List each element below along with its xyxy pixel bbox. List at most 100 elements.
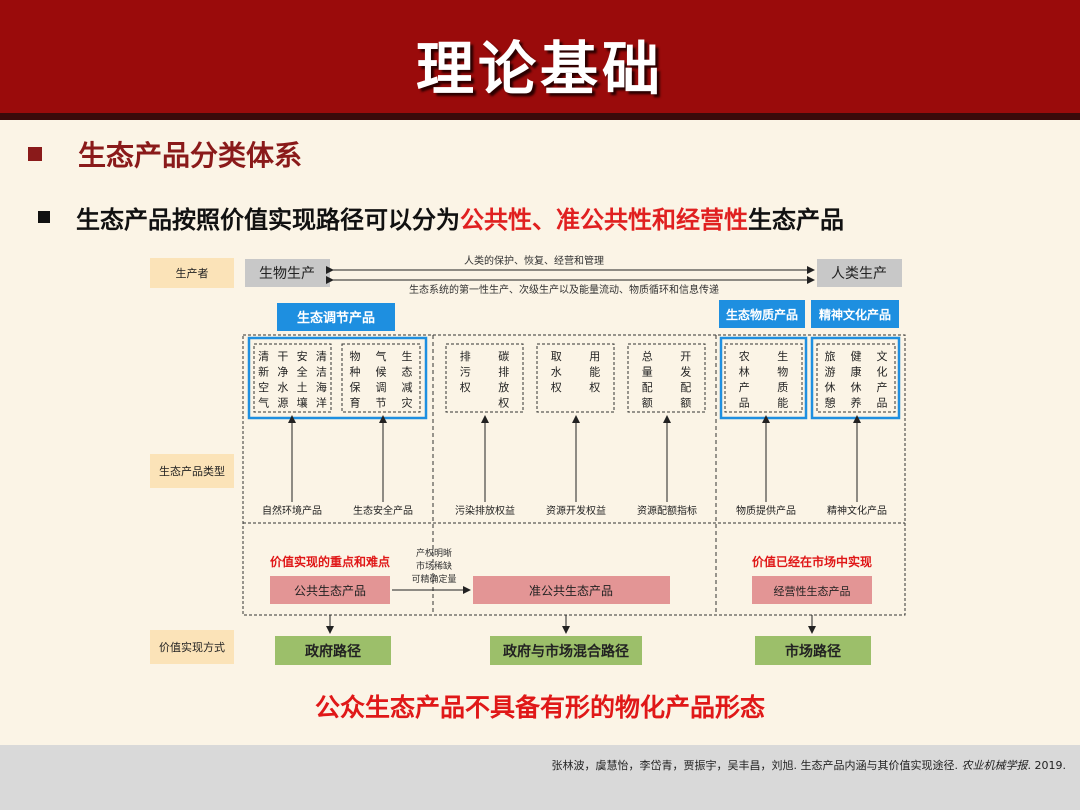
product-type-label: 自然环境产品 [262, 504, 322, 517]
product-box-char: 节 [376, 397, 387, 410]
sub-heading-highlight: 公共性、准公共性和经营性 [460, 205, 748, 234]
citation: 张林波，虞慧怡，李岱青，贾振宇，吴丰昌，刘旭. 生态产品内涵与其价值实现途径. … [552, 757, 1066, 773]
product-box-char: 灾 [402, 396, 413, 410]
header-regulating [277, 303, 395, 331]
product-box-char: 种 [350, 365, 361, 379]
product-box-char: 清 [316, 350, 327, 363]
product-box-char: 休 [851, 381, 862, 394]
note-market-done: 价值已经在市场中实现 [752, 554, 872, 569]
product-box-char: 游 [825, 366, 836, 379]
product-type-label: 资源配额指标 [637, 504, 697, 517]
header-material-label: 生态物质产品 [726, 307, 798, 322]
product-box-char: 放 [498, 380, 509, 394]
product-box-char: 能 [589, 365, 600, 379]
header-regulating-label: 生态调节产品 [297, 310, 375, 326]
product-box-char: 壤 [297, 396, 308, 410]
product-box-char: 排 [498, 365, 509, 379]
outer-dashed-frame [242, 334, 906, 616]
path-gov [275, 636, 391, 665]
row-label-types: 生态产品类型 [159, 464, 225, 478]
product-box-char: 品 [877, 397, 888, 410]
product-type-label: 污染排放权益 [455, 504, 515, 517]
product-type-label: 精神文化产品 [827, 504, 887, 517]
row-label-producer: 生产者 [176, 266, 209, 280]
product-box-char: 化 [877, 365, 888, 379]
product-type-label: 生态安全产品 [353, 504, 413, 517]
product-box-char: 空 [258, 380, 269, 394]
product-box-char: 权 [589, 381, 600, 394]
product-box-char: 林 [739, 365, 750, 379]
row-label-types-bg [150, 454, 234, 488]
row-label-realization: 价值实现方式 [159, 640, 225, 654]
product-box-char: 生 [402, 349, 413, 363]
product-box [724, 343, 803, 413]
path-mixed-label: 政府与市场混合路径 [503, 643, 629, 660]
class-public [270, 576, 390, 604]
product-box-char: 用 [589, 350, 600, 363]
product-box [341, 343, 421, 413]
product-box-char: 取 [551, 350, 562, 363]
product-box-char: 开 [680, 350, 691, 363]
arrow-bottom-label: 生态系统的第一性生产、次级生产以及能量流动、物质循环和信息传递 [409, 283, 719, 296]
product-box-char: 候 [376, 365, 387, 379]
product-box-char: 旅 [825, 349, 836, 363]
arrow-top-label: 人类的保护、恢复、经营和管理 [464, 254, 604, 267]
product-box-char: 总 [642, 349, 653, 363]
product-box-char: 产 [877, 380, 888, 394]
product-box-char: 配 [642, 381, 653, 394]
sub-heading-suffix: 生态产品 [748, 205, 844, 234]
product-box-char: 气 [376, 349, 387, 363]
product-box [627, 343, 706, 413]
product-box-char: 洁 [316, 366, 327, 379]
sub-heading: 生态产品按照价值实现路径可以分为 公共性、准公共性和经营性 生态产品 [38, 197, 844, 237]
transition-note-2: 市场稀缺 [416, 560, 452, 572]
slide-title: 理论基础 [415, 35, 664, 103]
class-quasi [473, 576, 670, 604]
class-quasi-label: 准公共生态产品 [529, 584, 613, 598]
footer-band [0, 745, 1080, 810]
product-box-char: 水 [551, 366, 562, 379]
product-box-char: 文 [877, 349, 888, 363]
product-box [536, 343, 615, 413]
box-frame-regulating [247, 336, 428, 420]
product-box-char: 干 [277, 350, 288, 363]
product-box-char: 品 [739, 397, 750, 410]
product-box-char: 排 [460, 349, 471, 363]
section-heading: 生态产品分类体系 [28, 134, 302, 174]
product-box-char: 污 [460, 366, 471, 379]
product-box-char: 调 [376, 381, 387, 394]
product-box [253, 343, 332, 413]
product-box-char: 海 [316, 380, 327, 394]
path-market-label: 市场路径 [785, 643, 841, 660]
product-box-char: 康 [851, 365, 862, 379]
product-box-char: 发 [680, 365, 691, 379]
class-business-label: 经营性生态产品 [774, 584, 851, 598]
product-box-char: 态 [402, 366, 413, 379]
sub-heading-prefix: 生态产品按照价值实现路径可以分为 [76, 205, 460, 234]
product-box-char: 物 [350, 349, 361, 363]
product-box-char: 产 [739, 380, 750, 394]
product-box-char: 农 [739, 349, 750, 363]
product-box-char: 水 [277, 381, 288, 394]
citation-journal: 农业机械学报 [961, 759, 1028, 772]
product-box-char: 额 [680, 397, 691, 410]
product-box-char: 养 [851, 396, 862, 410]
product-box-char: 健 [851, 350, 862, 363]
citation-authors: 张林波，虞慧怡，李岱青，贾振宇，吴丰昌，刘旭. 生态产品内涵与其价值实现途径. [551, 759, 959, 772]
product-type-label: 资源开发权益 [546, 504, 606, 517]
transition-note-1: 产权明晰 [416, 547, 452, 559]
producer-human [817, 259, 902, 287]
citation-year: . 2019. [1027, 759, 1066, 772]
product-box-char: 源 [277, 396, 288, 410]
product-box-char: 新 [258, 365, 269, 379]
product-box-char: 量 [642, 366, 653, 379]
product-box-char: 育 [350, 396, 361, 410]
product-box-char: 气 [258, 396, 269, 410]
product-box-char: 碳 [498, 349, 509, 363]
product-box-char: 憩 [825, 396, 836, 410]
producer-human-label: 人类生产 [831, 266, 887, 282]
product-type-label: 物质提供产品 [736, 504, 796, 517]
product-box-char: 清 [258, 350, 269, 363]
product-boxes: 清新空气干净水源安全土壤清洁海洋物种保育气候调节生态减灾排污权碳排放权取水权用能… [253, 343, 896, 413]
